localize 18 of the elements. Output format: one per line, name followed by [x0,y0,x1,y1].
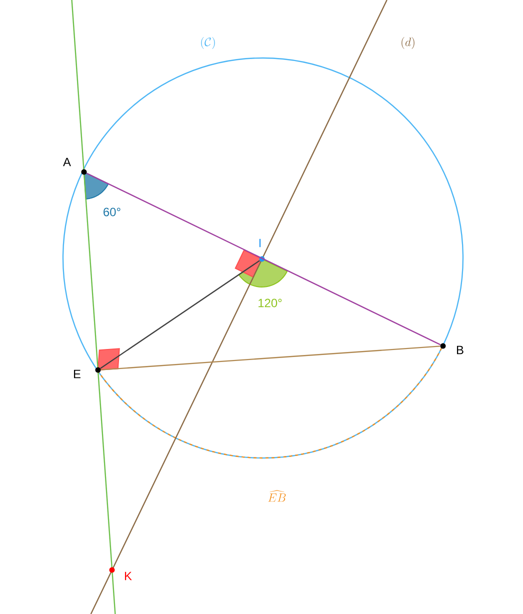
line-label: $(d)$ [402,37,414,49]
node-label: B [456,346,464,354]
node-label: I [259,238,261,248]
labeled-point: K [109,567,132,580]
node-label: K [124,572,132,580]
line-segment [100,260,260,369]
angle-label: 120° [258,298,282,308]
labeled-point: I [259,238,265,262]
node-label: A [63,158,71,166]
arc-label: $\widehat{EB}$ [268,490,286,502]
angle-label: 60° [104,208,120,216]
labeled-point: A [63,158,87,175]
labeled-point: E [74,367,101,378]
node-label: E [74,370,80,378]
line-label: $(\mathcal{C})$ [201,37,215,49]
labeled-point: B [440,343,464,354]
line-segment [100,346,440,370]
line-segment [86,172,441,346]
